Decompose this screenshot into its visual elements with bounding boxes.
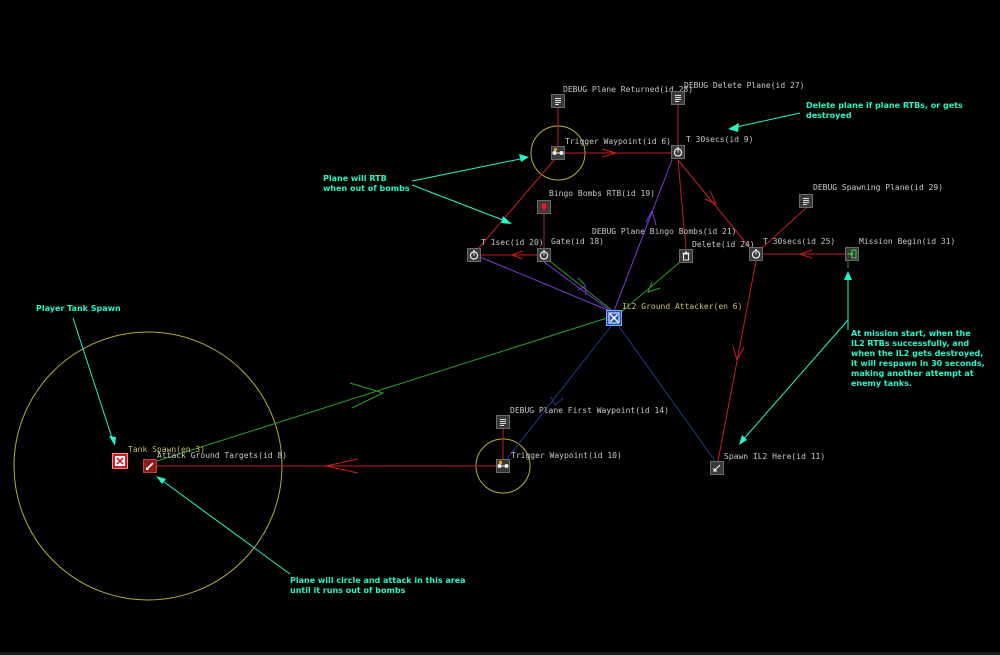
trigger-waypoint-10-node[interactable]	[496, 459, 510, 473]
timer-30s-25-node[interactable]	[749, 247, 763, 261]
delete-24-node[interactable]	[679, 249, 693, 263]
timer-30s-25-label: T 30secs(id 25)	[763, 237, 836, 246]
debug-spawning-plane-label: DEBUG Spawning Plane(id 29)	[813, 183, 944, 192]
timer-icon	[539, 250, 549, 260]
note-icon	[675, 95, 681, 102]
timer-30s-9-label: T 30secs(id 9)	[686, 135, 754, 144]
note-mission-start: At mission start, when the IL2 RTBs succ…	[851, 329, 985, 388]
tank-spawn-node[interactable]	[112, 453, 128, 469]
bingo-bombs-rtb-label: Bingo Bombs RTB(id 19)	[549, 189, 655, 198]
note-icon	[500, 419, 506, 426]
mission-begin-node[interactable]	[845, 247, 859, 261]
note-circle-attack: Plane will circle and attack in this are…	[290, 576, 466, 595]
timer-icon	[673, 147, 683, 157]
timer-icon	[469, 250, 479, 260]
mission-begin-label: Mission Begin(id 31)	[859, 237, 956, 246]
timer-30s-9-node[interactable]	[671, 145, 685, 159]
debug-plane-returned-node[interactable]	[551, 94, 565, 108]
debug-plane-bingo-label: DEBUG Plane Bingo Bombs(id 21)	[592, 227, 737, 236]
purple-links	[479, 159, 673, 313]
trash-icon	[682, 251, 690, 261]
tank-icon	[115, 456, 125, 466]
debug-spawning-plane-node[interactable]	[799, 194, 813, 208]
bingo-bombs-rtb-node[interactable]	[537, 200, 551, 214]
enter-icon	[847, 249, 857, 259]
annotation-arrows	[72, 112, 849, 575]
debug-plane-returned-label: DEBUG Plane Returned(id 28)	[563, 85, 694, 94]
blue-links	[505, 324, 716, 462]
annotation-arrowheads	[109, 123, 852, 484]
attack-ground-targets-label: Attack Ground Targets(id 8)	[157, 451, 288, 460]
note-plane-rtb: Plane will RTB when out of bombs	[323, 174, 410, 193]
waypoint-icon	[552, 148, 564, 155]
red-links	[157, 104, 845, 474]
attack-icon	[146, 462, 154, 470]
trigger-waypoint-6-label: Trigger Waypoint(id 6)	[565, 137, 671, 146]
bottom-edge-bar	[0, 652, 1000, 655]
attack-ground-targets-node[interactable]	[143, 459, 157, 473]
waypoint-icon	[497, 461, 509, 468]
debug-delete-plane-node[interactable]	[671, 91, 685, 105]
note-icon	[803, 198, 809, 205]
timer-1sec-20-node[interactable]	[467, 248, 481, 262]
il2-ground-attacker-node[interactable]	[606, 310, 622, 326]
note-player-tank-spawn: Player Tank Spawn	[36, 304, 121, 313]
debug-delete-plane-label: DEBUG Delete Plane(id 27)	[684, 81, 805, 90]
gate-18-label: Gate(id 18)	[551, 237, 604, 246]
il2-ground-attacker-label: IL2 Ground Attacker(en 6)	[622, 302, 743, 311]
timer-1sec-20-label: T 1sec(id 20)	[481, 238, 544, 247]
debug-first-waypoint-node[interactable]	[496, 415, 510, 429]
trigger-waypoint-10-label: Trigger Waypoint(id 10)	[511, 451, 622, 460]
note-icon	[555, 98, 561, 105]
gate-18-node[interactable]	[537, 248, 551, 262]
pin-icon	[541, 203, 547, 212]
spawn-il2-here-node[interactable]	[710, 461, 724, 475]
tank-spawn-label: Tank Spawn(en 3)	[128, 445, 206, 454]
trigger-waypoint-6-node[interactable]	[551, 146, 565, 160]
plane-icon	[608, 312, 620, 324]
timer-icon	[751, 249, 761, 259]
debug-first-waypoint-label: DEBUG Plane First Waypoint(id 14)	[510, 406, 669, 415]
green-links	[156, 261, 849, 462]
note-delete-plane: Delete plane if plane RTBs, or gets dest…	[806, 101, 963, 120]
spawn-il2-here-label: Spawn IL2 Here(id 11)	[724, 452, 826, 461]
spawn-icon	[713, 464, 721, 472]
delete-24-label: Delete(id 24)	[692, 240, 755, 249]
